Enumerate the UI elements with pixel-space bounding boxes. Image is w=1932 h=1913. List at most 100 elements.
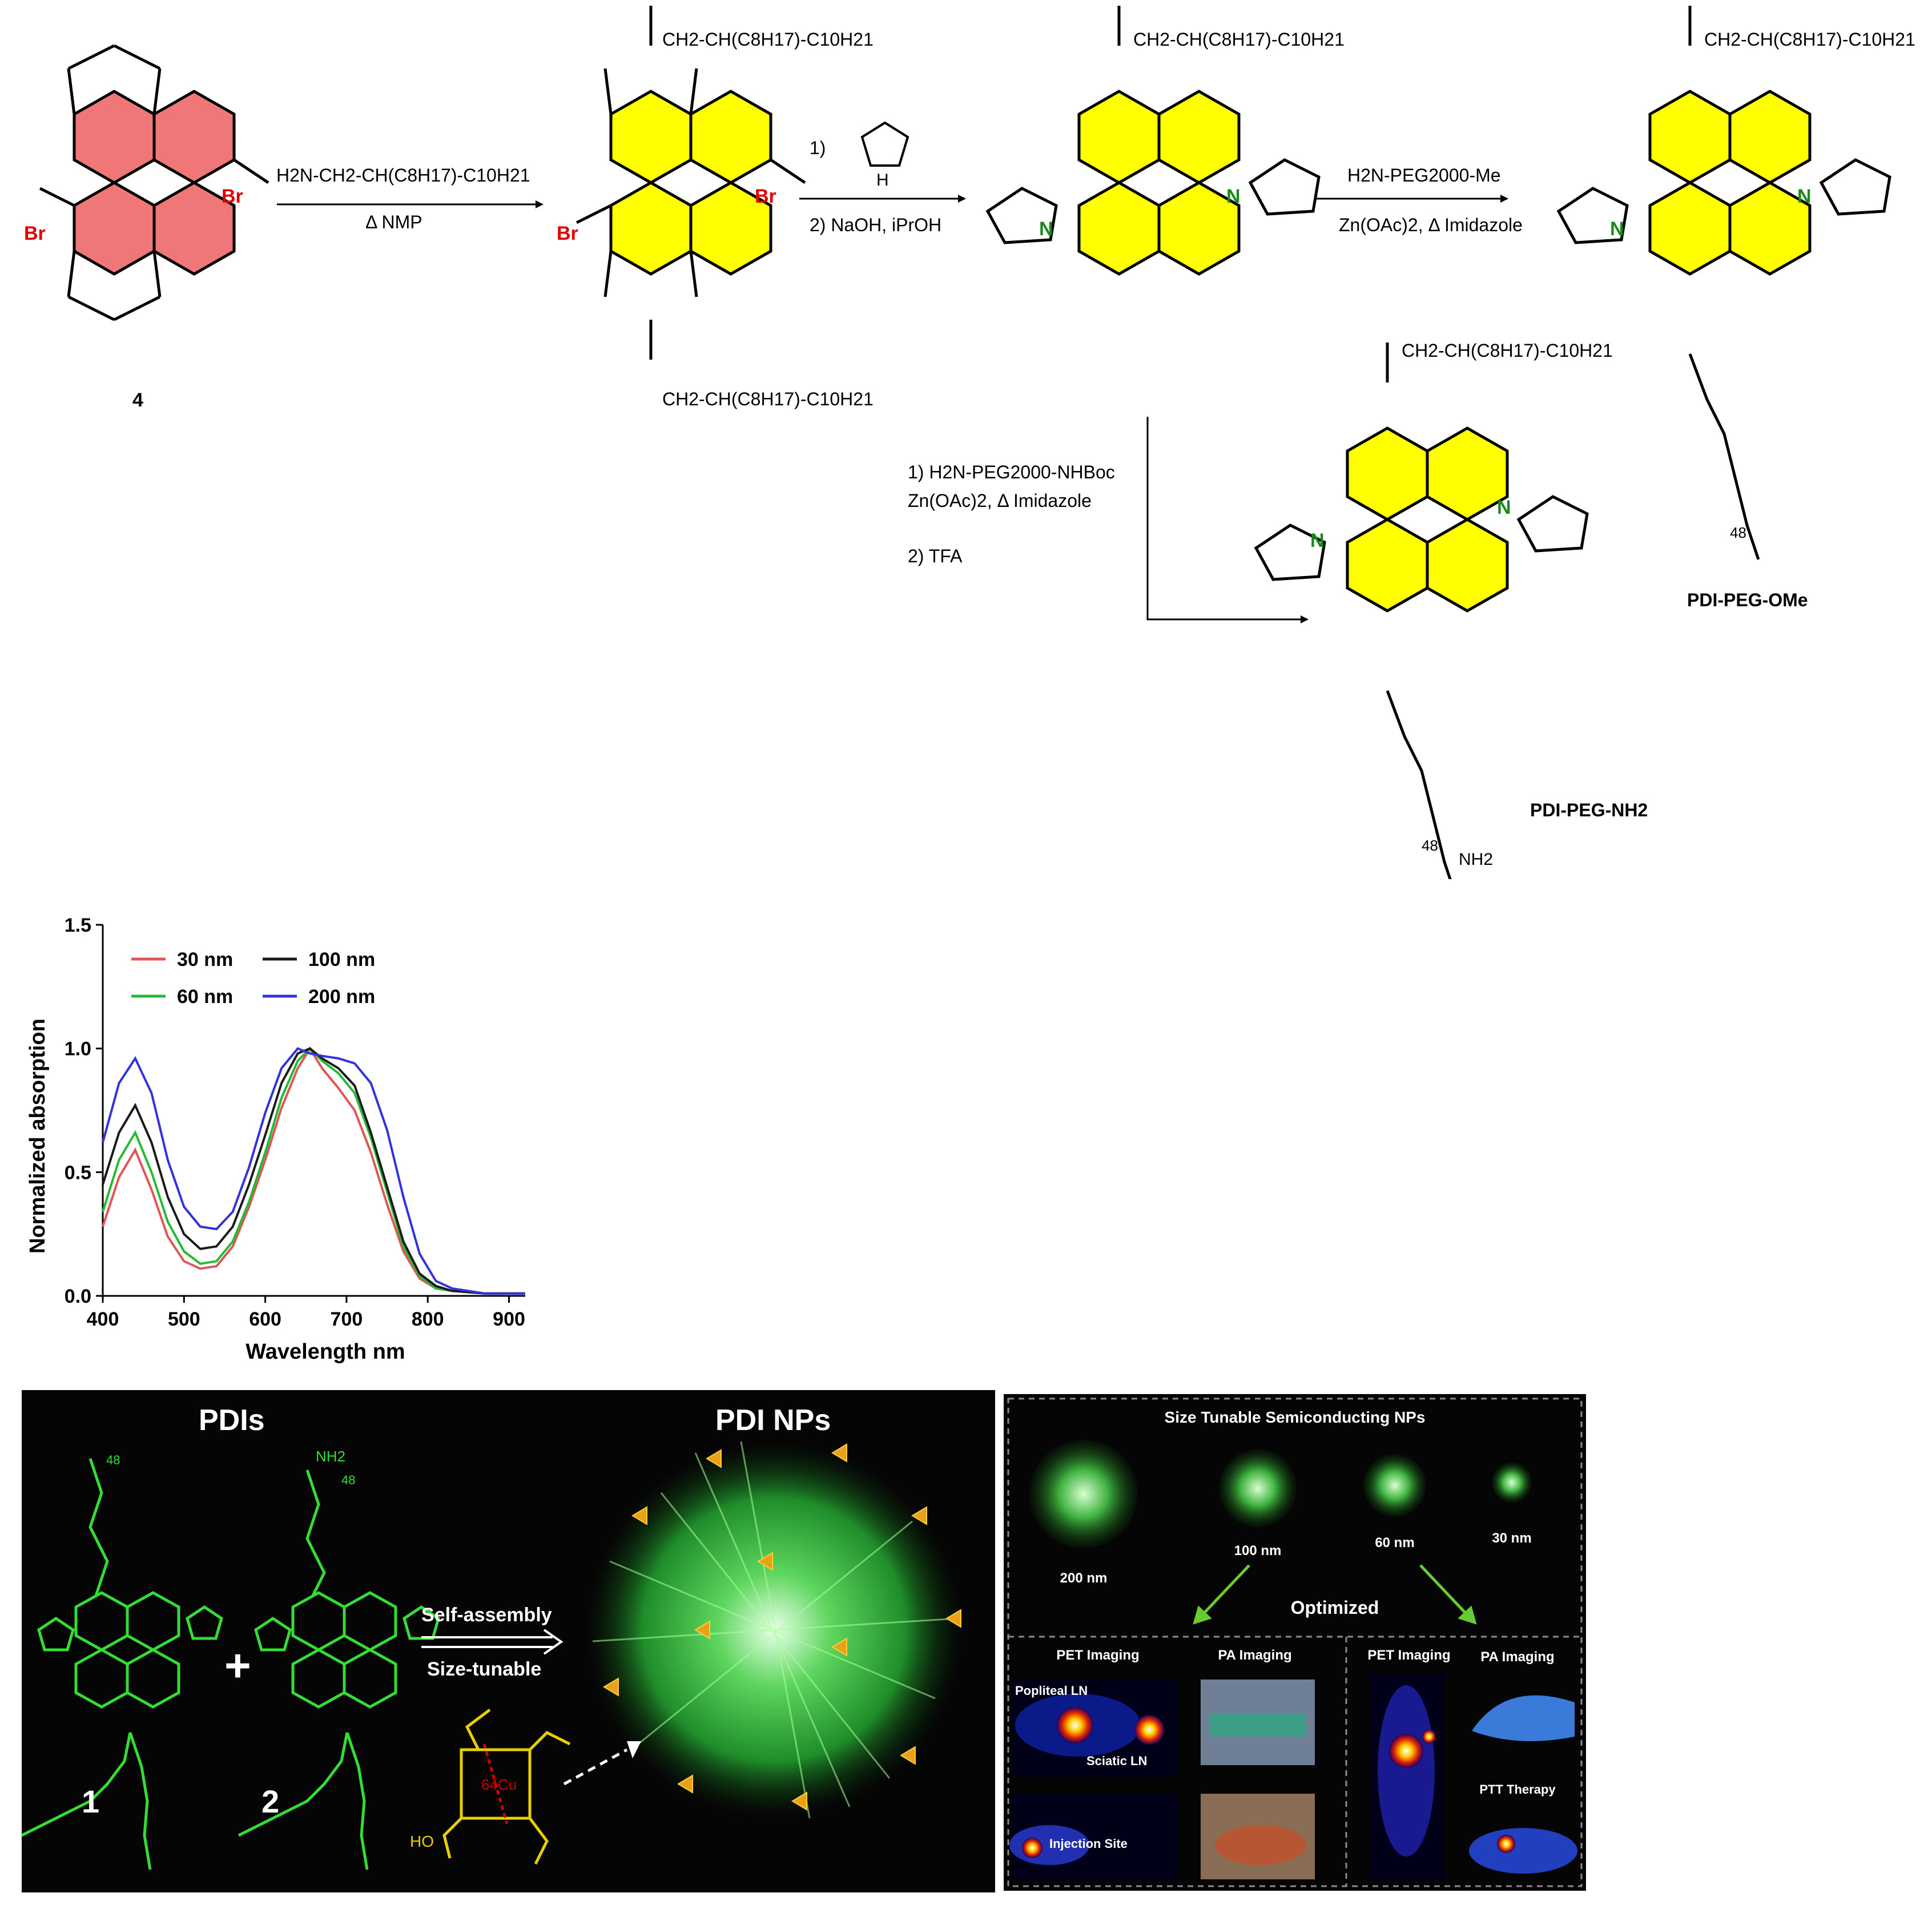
dibromo-pdi — [575, 6, 806, 360]
x-tick-label: 900 — [493, 1308, 525, 1330]
chart-lines — [102, 1046, 525, 1295]
compound-4-br-right: Br — [222, 186, 243, 207]
pyrrolidine-reagent — [860, 121, 909, 167]
intermediate-n-right: N — [1226, 186, 1241, 207]
nh2-repeat-2: 48 — [341, 1473, 355, 1487]
label-2: 2 — [261, 1783, 279, 1819]
imaging-title: Size Tunable Semiconducting NPs — [1165, 1408, 1426, 1426]
dibromo-br-left: Br — [557, 223, 578, 244]
chart-legend: 30 nm 100 nm 60 nm 200 nm — [131, 949, 375, 1008]
pdi-nps-title: PDI NPs — [715, 1404, 831, 1437]
step3-line1: H2N-PEG2000-Me — [1347, 165, 1501, 186]
step1-condition: Δ NMP — [365, 212, 422, 232]
nh2-chain-top: CH2-CH(C8H17)-C10H21 — [1402, 340, 1613, 361]
pdi-molecule-1 — [21, 1458, 223, 1870]
series-line-60-nm — [102, 1046, 525, 1295]
x-tick-label: 700 — [331, 1308, 363, 1330]
nh2-label-2: NH2 — [316, 1448, 345, 1465]
injection-site-label: Injection Site — [1049, 1837, 1128, 1851]
series-line-100-nm — [102, 1047, 525, 1295]
optimized-label: Optimized — [1291, 1597, 1379, 1618]
ome-n-left: N — [1610, 218, 1624, 240]
ptt-image — [1469, 1828, 1577, 1874]
imaging-graphic: Size Tunable Semiconducting NPs 200 nm 1… — [1007, 1398, 1583, 1887]
reaction-scheme: Br Br 4 H2N-CH2-CH(C8H17)-C10H21 Δ NMP C… — [24, 6, 1915, 879]
nanoparticle-fibers — [592, 1441, 959, 1819]
step4-line1: 1) H2N-PEG2000-NHBoc — [908, 462, 1115, 482]
compound-4-br-left: Br — [24, 223, 46, 244]
self-assembly-arrow — [421, 1629, 564, 1655]
pdi-peg-ome-structure — [1556, 6, 1891, 560]
pyrrolidine-nh: H — [876, 171, 889, 190]
np-30nm — [1492, 1463, 1532, 1503]
legend-label: 60 nm — [177, 986, 233, 1008]
reaction-arrow-4 — [1146, 417, 1309, 623]
plus-sign: + — [224, 1640, 251, 1691]
size-label-200: 200 nm — [1060, 1570, 1108, 1586]
np-200nm — [1029, 1440, 1138, 1548]
size-label-100: 100 nm — [1234, 1543, 1282, 1558]
nh2-peg-repeat: 48 — [1422, 837, 1438, 854]
popliteal-ln-label: Popliteal LN — [1015, 1684, 1088, 1698]
chelator-cu: 64Cu — [481, 1776, 517, 1793]
chart-axes: 400 500 600 700 800 900 0.0 0.5 1.0 1.5 — [65, 915, 525, 1330]
x-tick-label: 800 — [412, 1308, 444, 1330]
label-1: 1 — [82, 1783, 99, 1819]
ome-peg-repeat: 48 — [1730, 524, 1746, 541]
legend-label: 100 nm — [308, 949, 375, 970]
step4-line2: Zn(OAc)2, Δ Imidazole — [908, 490, 1092, 511]
intermediate-n-left: N — [1039, 218, 1053, 240]
nh2-terminal: NH2 — [1459, 850, 1493, 869]
y-tick-label: 1.0 — [65, 1038, 91, 1060]
np-100nm — [1219, 1449, 1297, 1527]
dibromo-chain-bottom: CH2-CH(C8H17)-C10H21 — [662, 389, 874, 409]
self-assembly-graphic: PDIs PDI NPs 48 + NH2 — [21, 1404, 963, 1870]
pdi-molecule-2 — [238, 1469, 440, 1870]
product-nh2-label: PDI-PEG-NH2 — [1530, 800, 1648, 820]
x-tick-label: 400 — [87, 1308, 119, 1330]
compound-4 — [39, 44, 269, 321]
pdis-title: PDIs — [199, 1404, 265, 1437]
pyrrolidinyl-anhydride — [985, 6, 1321, 274]
np-60nm — [1363, 1454, 1426, 1517]
chelator-arrow — [563, 1748, 628, 1786]
pet-imaging-label-1: PET Imaging — [1056, 1648, 1139, 1663]
chelator-ho: HO — [410, 1833, 434, 1850]
pdi-peg-nh2-structure — [1254, 343, 1589, 879]
sciatic-ln-label: Sciatic LN — [1086, 1754, 1147, 1768]
series-line-30-nm — [102, 1046, 525, 1295]
legend-label: 30 nm — [177, 949, 233, 970]
dibromo-br-right: Br — [755, 186, 776, 207]
x-axis-label: Wavelength nm — [245, 1340, 405, 1364]
size-label-60: 60 nm — [1375, 1535, 1414, 1550]
optimized-arrows — [1193, 1564, 1477, 1625]
step3-line2: Zn(OAc)2, Δ Imidazole — [1339, 215, 1523, 235]
absorption-chart: 400 500 600 700 800 900 0.0 0.5 1.0 1.5 30 nm 100 … — [26, 915, 525, 1364]
legend-label: 200 nm — [308, 986, 375, 1008]
chelator-arrowhead — [627, 1741, 641, 1758]
self-assembly-label: Self-assembly — [421, 1604, 552, 1626]
y-tick-label: 0.0 — [65, 1286, 91, 1307]
x-tick-label: 600 — [249, 1308, 281, 1330]
y-axis-label: Normalized absorption — [26, 1018, 50, 1254]
step2-line1: 1) — [810, 138, 826, 158]
step1-reagent: H2N-CH2-CH(C8H17)-C10H21 — [276, 165, 530, 186]
self-assembly-panel: PDIs PDI NPs 48 + NH2 — [21, 1390, 995, 1892]
size-tunable-label: Size-tunable — [427, 1658, 541, 1680]
nh2-n-left: N — [1310, 530, 1325, 551]
dibromo-chain-top: CH2-CH(C8H17)-C10H21 — [662, 29, 874, 50]
x-tick-label: 500 — [168, 1308, 200, 1330]
size-label-30: 30 nm — [1492, 1531, 1531, 1546]
pet-imaging-label-2: PET Imaging — [1367, 1648, 1450, 1663]
pa-image-2 — [1472, 1695, 1575, 1741]
imaging-panel: Size Tunable Semiconducting NPs 200 nm 1… — [1004, 1394, 1586, 1891]
ptt-therapy-label: PTT Therapy — [1479, 1782, 1556, 1797]
y-tick-label: 1.5 — [65, 915, 91, 936]
cu64-chelator — [442, 1709, 571, 1865]
product-ome-label: PDI-PEG-OMe — [1687, 590, 1808, 610]
compound-4-label: 4 — [132, 389, 143, 411]
y-tick-label: 0.5 — [65, 1162, 91, 1183]
imaging-border — [1007, 1398, 1583, 1887]
step2-line2: 2) NaOH, iPrOH — [810, 215, 941, 235]
intermediate-chain-top: CH2-CH(C8H17)-C10H21 — [1133, 29, 1345, 50]
